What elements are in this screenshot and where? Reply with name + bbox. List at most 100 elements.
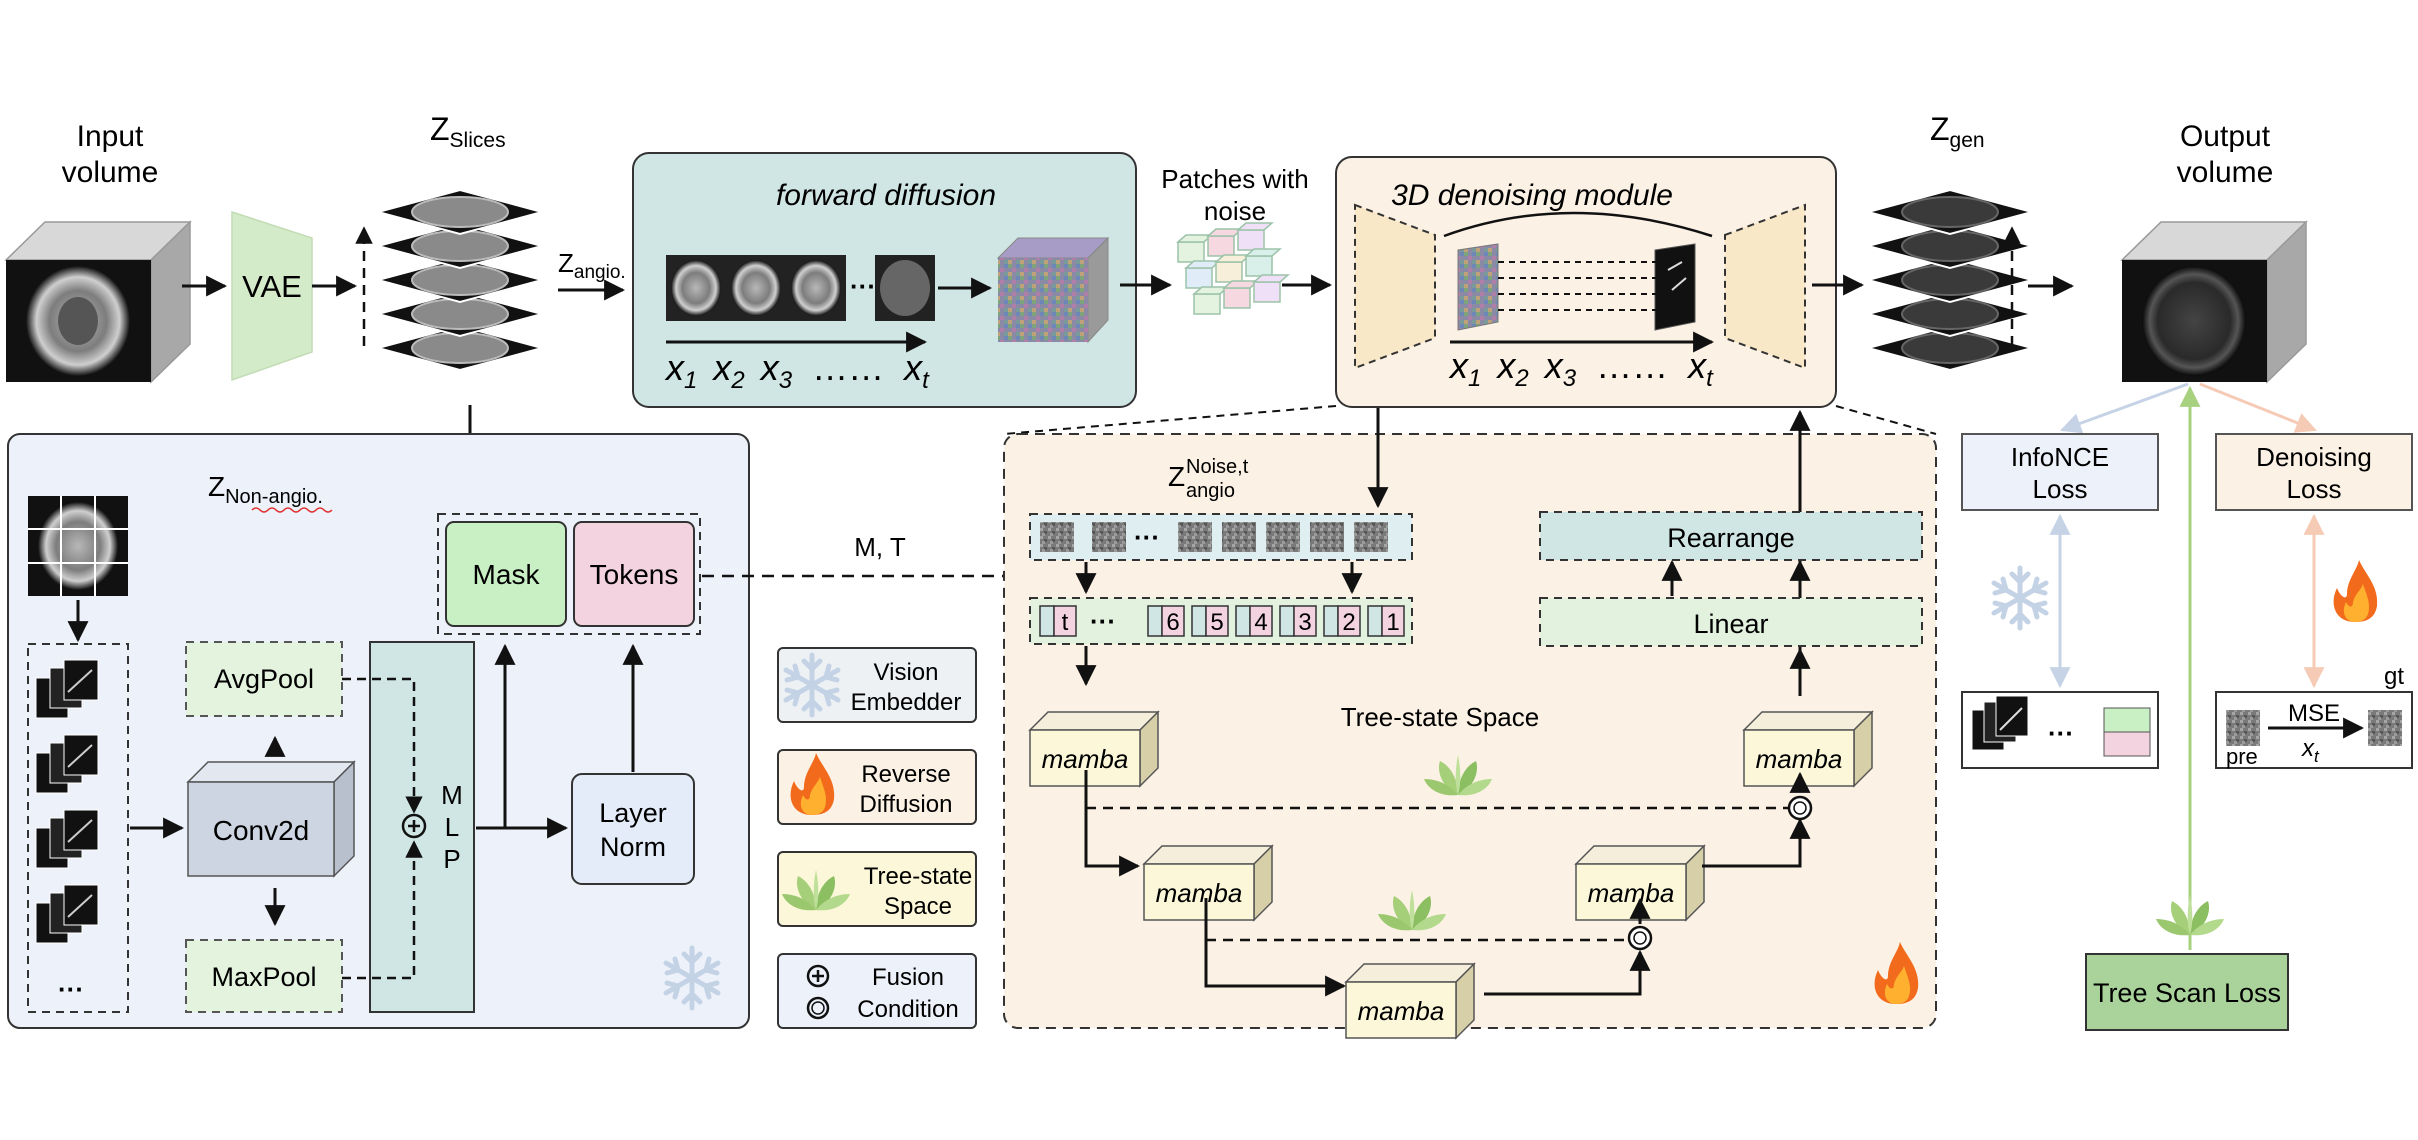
conv2d-block [186,760,356,878]
output-label-2: volume [2177,156,2274,189]
patch-cube [1222,280,1260,309]
input-label-2: volume [62,156,159,189]
mamba-block: mamba [1344,962,1476,1040]
mlp-box [369,641,475,1013]
patch-cube [1214,254,1252,283]
slice-layer [1864,290,2036,338]
mamba-label: mamba [1588,878,1675,908]
input-label-1: Input [77,120,144,153]
mask-tokens-group [437,513,701,635]
condition-icon-1 [1787,795,1813,821]
svg-text:angio: angio [1186,480,1235,502]
denoising-module-title: 3D denoising module [1391,179,1673,212]
noise-patch [1092,522,1126,552]
linear-box [1539,597,1923,647]
input-volume-cube [4,220,192,384]
mamba-label: mamba [1042,744,1129,774]
mse-label: MSE [2288,700,2340,727]
token-label: 3 [1298,609,1311,636]
tree-scan-leaf-icon [2156,895,2224,936]
infonce-green-cell [2103,707,2151,733]
infonce-pink-cell [2103,731,2151,757]
mask-box [445,521,567,627]
legend-condition-icon [806,996,830,1020]
condition-icon-2 [1627,925,1653,951]
mask-label: Mask [473,559,541,590]
legend-reverse-line1: Reverse [861,761,950,788]
grid-brain-image [28,496,128,596]
gt-label: gt [2384,663,2404,690]
token-cell: t [1039,605,1077,637]
noise-patch [1310,522,1344,552]
avgpool-label: AvgPool [214,664,314,694]
legend: Vision Embedder Reverse Diffusion Tree-s… [777,647,977,1029]
patch-cube [1252,274,1290,303]
patch-thumbnail [35,734,99,794]
vae-block [231,210,313,382]
patch-cube [1192,286,1230,315]
legend-reverse-line2: Diffusion [860,791,953,818]
noise-patch [1040,522,1074,552]
svg-text:x1 x2 x3 ……: x1 x2 x3 …… xt [664,347,930,396]
decoder-trapezoid [1724,203,1806,370]
slice-layer [374,290,546,338]
rearrange-label: Rearrange [1667,523,1795,553]
token-label: 2 [1342,609,1355,636]
patch-cube [1176,234,1214,263]
legend-vision-line2: Embedder [851,689,962,716]
patches-label-1: Patches with [1161,164,1308,194]
pre-label: pre [2226,744,2258,769]
slice-layer [1864,256,2036,304]
token-label: 1 [1386,609,1399,636]
svg-text:Zgen: Zgen [1930,111,1985,152]
tree-scan-loss-box [2085,953,2289,1031]
tokens-label: Tokens [590,559,679,590]
infonce-thumbnails [1971,695,2029,751]
legend-condition-label: Condition [857,996,958,1023]
token-cell: 5 [1191,605,1229,637]
denoise-sequence: x1 x2 x3 …… xt [1448,345,1714,392]
token-label: 6 [1166,609,1179,636]
mamba-label: mamba [1756,744,1843,774]
patch-cube [1244,248,1282,277]
avgpool-box [185,641,343,717]
token-row-dots: ··· [1090,606,1116,636]
infonce-snowflake-icon [1994,568,2046,628]
denoise-dashed-lines [1498,261,1658,311]
token-label: t [1062,609,1069,636]
token-cell: 2 [1323,605,1361,637]
svg-text:xt: xt [2301,735,2320,766]
z-slices-label: ZSlices [430,111,506,152]
token-cell: 6 [1147,605,1185,637]
svg-text:Z: Z [1168,461,1185,492]
mamba-label: mamba [1358,996,1445,1026]
slice-layer [374,188,546,236]
legend-tree-line2: Space [884,893,952,920]
token-label: 4 [1254,609,1267,636]
forward-dots: ··· [850,271,876,301]
z-gen-label: Zgen [1930,111,1985,152]
noise-patch [1266,522,1300,552]
denoising-loss-box [2215,433,2413,511]
legend-fusion-label: Fusion [872,964,944,991]
output-volume-cube [2120,220,2308,384]
denoising-loss-label-1: Denoising [2256,442,2372,472]
legend-vision-line1: Vision [874,659,939,686]
vae-label: VAE [242,269,302,304]
patches-label-2: noise [1204,196,1266,226]
infonce-label-2: Loss [2033,474,2088,504]
slice-layer [1864,222,2036,270]
infonce-loss-box [1961,433,2159,511]
fusion-plus-icon [401,813,427,839]
svg-text:ZSlices: ZSlices [430,111,506,152]
pre-noise-patch [2226,710,2260,746]
z-non-angio-label: ZNon-angio. [208,471,333,513]
token-cell: 4 [1235,605,1273,637]
z-angio-label: Zangio. [558,248,626,283]
patch-list-dots: ··· [58,974,84,1004]
slice-layer [1864,324,2036,372]
svg-text:Noise,t: Noise,t [1186,456,1249,478]
